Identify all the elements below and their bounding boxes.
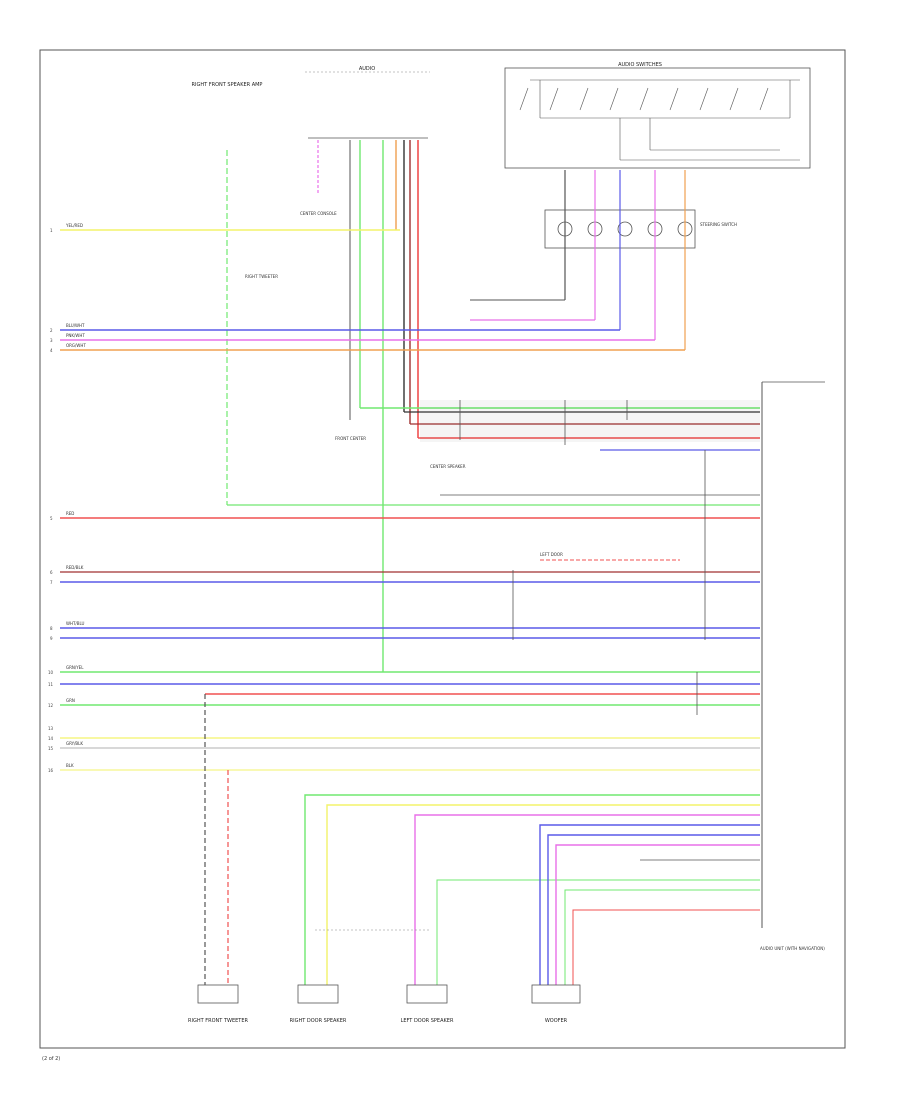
audio-unit-label: AUDIO UNIT (WITH NAVIGATION): [760, 946, 825, 951]
bottom-speaker-wires: [304, 794, 760, 985]
wire-label-org-wht: ORG/WHT: [66, 343, 86, 348]
right-side-junction-label: CENTER SPEAKER: [430, 464, 466, 469]
wire-label-red: RED: [66, 511, 74, 516]
page-number: (2 of 2): [42, 1056, 60, 1062]
left-pin: 5: [50, 516, 53, 521]
wire-label-grn-yel: GRN/YEL: [66, 665, 84, 670]
front-center-label: FRONT CENTER: [335, 436, 366, 441]
wire-label-blu-wht: BLU/WHT: [66, 323, 85, 328]
wire-label-gry-blk: GRY/BLK: [66, 741, 83, 746]
left-pin: 2: [50, 328, 53, 333]
steering-switch-connector: STEERING SWITCH: [544, 209, 737, 249]
wire-label-red-blk: RED/BLK: [66, 565, 84, 570]
wire-label-yel-red: YEL/RED: [65, 223, 83, 228]
left-pin: 14: [48, 736, 54, 741]
top-connector: [308, 137, 428, 672]
left-pin: 15: [48, 746, 54, 751]
woofer-box: [531, 984, 581, 1004]
tweeter-right-label: RIGHT TWEETER: [245, 274, 278, 279]
left-pin: 1: [50, 228, 53, 233]
left-pin: 16: [48, 768, 54, 773]
left-pin: 13: [48, 726, 54, 731]
front-speaker-junction-label: RIGHT FRONT SPEAKER AMP: [192, 82, 263, 88]
right-front-tweeter-caption: RIGHT FRONT TWEETER: [188, 1018, 248, 1024]
wire-label-grn: GRN: [66, 698, 75, 703]
wire-label-blk: BLK: [66, 763, 74, 768]
switches-heading: AUDIO SWITCHES: [618, 62, 662, 68]
left-pin: 12: [48, 703, 54, 708]
left-door-speaker-box: [406, 984, 448, 1004]
right-door-speaker-caption: RIGHT DOOR SPEAKER: [290, 1018, 347, 1024]
wire-label-wht-blu: WHT/BLU: [66, 621, 85, 626]
switch-block: AUDIO SWITCHES: [504, 62, 811, 169]
tweeter-drop-wires: [204, 694, 229, 985]
right-door-speaker-box: [297, 984, 339, 1004]
left-door-speaker-caption: LEFT DOOR SPEAKER: [401, 1018, 454, 1024]
steering-switch-label: STEERING SWITCH: [700, 222, 737, 227]
bottom-speakers: RIGHT FRONT TWEETER RIGHT DOOR SPEAKER L…: [188, 984, 581, 1024]
left-pin: 3: [50, 338, 53, 343]
left-pin: 7: [50, 580, 53, 585]
left-pin: 9: [50, 636, 53, 641]
woofer-caption: WOOFER: [545, 1018, 568, 1024]
left-pin: 10: [48, 670, 54, 675]
center-console-label: CENTER CONSOLE: [300, 211, 337, 216]
switch-wires: [564, 170, 686, 350]
left-side-junction-label: LEFT DOOR: [540, 552, 563, 557]
left-pin: 8: [50, 626, 53, 631]
right-front-tweeter-box: [197, 984, 239, 1004]
audio-heading: AUDIO: [359, 66, 375, 72]
left-pin: 6: [50, 570, 53, 575]
diagram-frame: [39, 49, 846, 1049]
wire-label-pnk-wht: PNK/WHT: [66, 333, 85, 338]
left-pin: 11: [48, 682, 54, 687]
left-pin-numbers: 1 2 3 4 5 6 7 8 9 10 11 12 13 14 15 16: [48, 228, 54, 773]
harness-wires: [60, 229, 760, 771]
mid-vertical-wires: [459, 400, 706, 715]
left-pin: 4: [50, 348, 53, 353]
audio-unit-block: AUDIO UNIT (WITH NAVIGATION): [760, 381, 825, 951]
